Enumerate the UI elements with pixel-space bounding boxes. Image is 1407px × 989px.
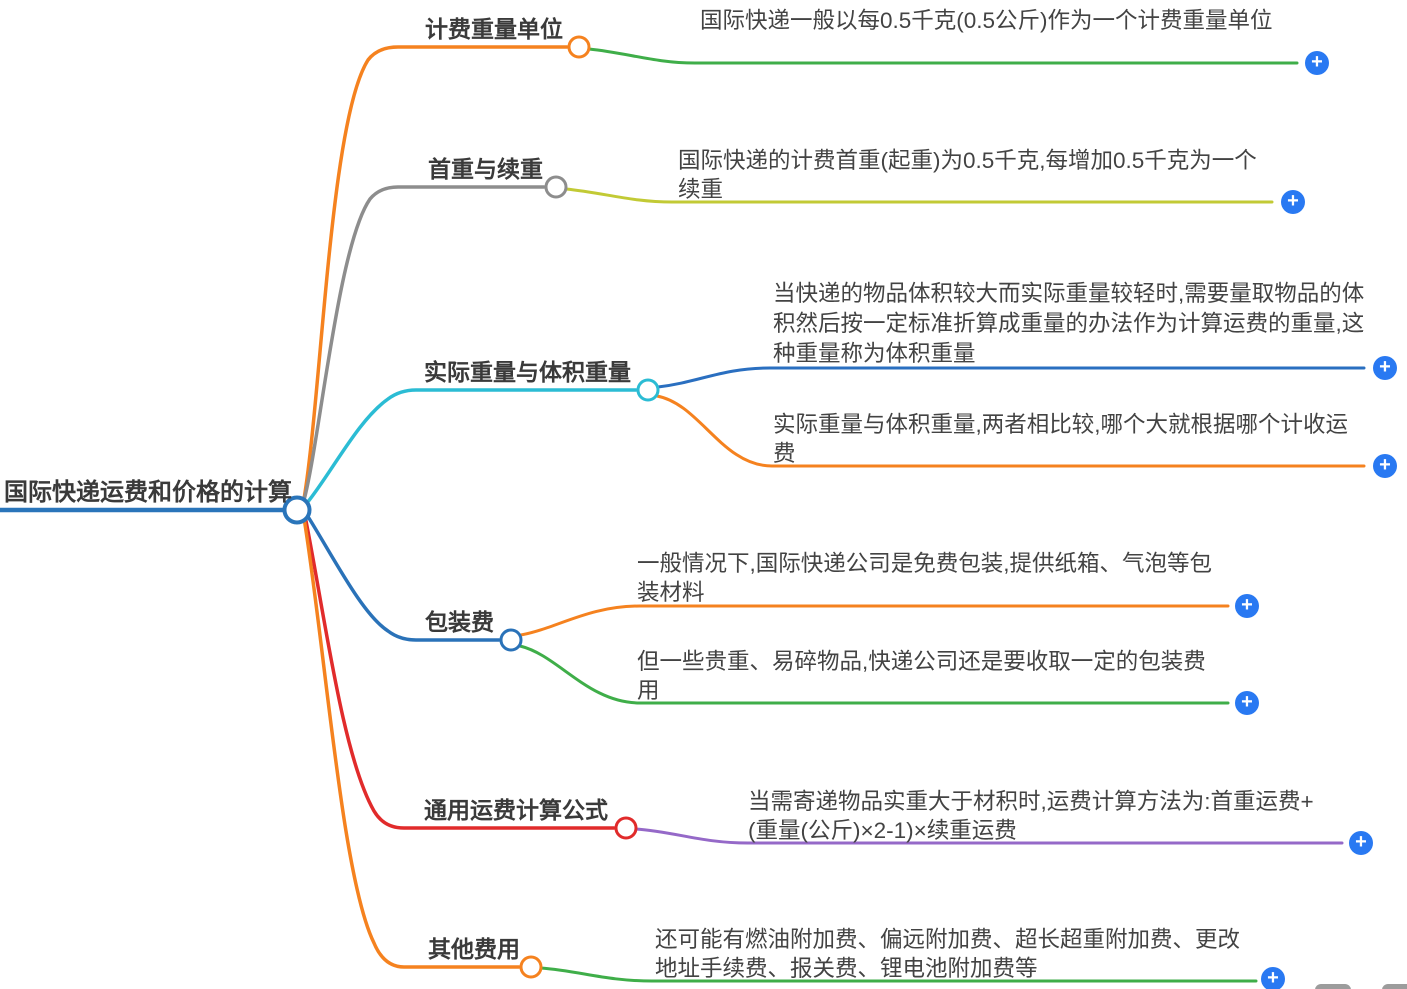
node-leaf-2-1[interactable]: 实际重量与体积重量,两者相比较,哪个大就根据哪个计收运费	[773, 412, 1349, 466]
add-node-button[interactable]: +	[1261, 967, 1285, 989]
branch-1-dot[interactable]	[544, 175, 568, 199]
add-node-button[interactable]: +	[1235, 691, 1259, 715]
connector-branch-5	[302, 516, 521, 969]
node-leaf-3-1[interactable]: 但一些贵重、易碎物品,快递公司还是要收取一定的包装费用	[637, 649, 1206, 703]
node-branch-1[interactable]: 首重与续重	[428, 156, 543, 182]
connector-branch-4	[303, 514, 616, 830]
branch-2-dot[interactable]	[636, 378, 660, 402]
node-branch-2[interactable]: 实际重量与体积重量	[424, 359, 631, 385]
node-leaf-2-0[interactable]: 当快递的物品体积较大而实际重量较轻时,需要量取物品的体积然后按一定标准折算成重量…	[773, 281, 1365, 366]
add-node-button[interactable]: +	[1305, 51, 1329, 75]
node-leaf-5-0[interactable]: 还可能有燃油附加费、偏远附加费、超长超重附加费、更改地址手续费、报关费、锂电池附…	[655, 927, 1241, 981]
connector-branch-3	[305, 513, 501, 642]
node-leaf-1-0[interactable]: 国际快递的计费首重(起重)为0.5千克,每增加0.5千克为一个续重	[678, 148, 1257, 202]
node-branch-3[interactable]: 包装费	[425, 609, 494, 635]
add-node-button[interactable]: +	[1373, 356, 1397, 380]
node-branch-4[interactable]: 通用运费计算公式	[424, 797, 608, 823]
branch-5-dot[interactable]	[519, 955, 543, 979]
node-leaf-4-0[interactable]: 当需寄递物品实重大于材积时,运费计算方法为:首重运费+(重量(公斤)×2-1)×…	[748, 789, 1314, 843]
add-node-button[interactable]: +	[1349, 831, 1373, 855]
connector-leaf-0-0	[587, 47, 1299, 65]
branch-3-dot[interactable]	[499, 628, 523, 652]
connector-branch-1	[302, 185, 546, 502]
toolbar-button[interactable]	[1315, 984, 1351, 989]
connector-branch-2	[305, 388, 638, 505]
add-node-button[interactable]: +	[1235, 594, 1259, 618]
connector-leaf-1-0	[564, 187, 1274, 204]
connector-leaf-4-0	[634, 827, 1344, 845]
connector-branch-0	[302, 45, 569, 501]
connector-leaf-2-0	[656, 366, 1366, 389]
node-branch-5[interactable]: 其他费用	[428, 936, 520, 962]
branch-4-dot[interactable]	[614, 816, 638, 840]
add-node-button[interactable]: +	[1373, 454, 1397, 478]
root-node-dot[interactable]	[282, 495, 312, 525]
connector-leaf-3-0	[519, 604, 1230, 637]
node-branch-0[interactable]: 计费重量单位	[425, 16, 563, 42]
toolbar-button[interactable]	[1382, 984, 1407, 989]
connector-leaf-5-0	[539, 966, 1258, 983]
branch-0-dot[interactable]	[567, 35, 591, 59]
node-root[interactable]: 国际快递运费和价格的计算	[4, 479, 292, 506]
node-leaf-3-0[interactable]: 一般情况下,国际快递公司是免费包装,提供纸箱、气泡等包装材料	[637, 551, 1213, 605]
connector-leaf-2-1	[655, 394, 1366, 468]
add-node-button[interactable]: +	[1281, 190, 1305, 214]
node-leaf-0-0[interactable]: 国际快递一般以每0.5千克(0.5公斤)作为一个计费重量单位	[700, 8, 1273, 33]
connector-leaf-3-1	[518, 644, 1230, 705]
